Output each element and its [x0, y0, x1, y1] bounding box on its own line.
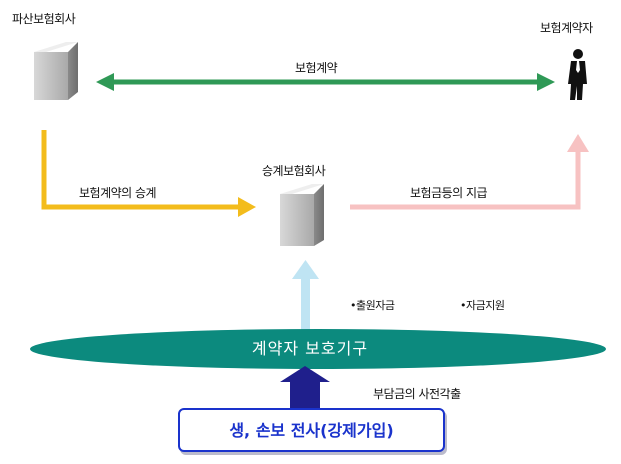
claim-payment-label: 보험금등의 지급 — [410, 186, 488, 200]
policyholder-label: 보험계약자 — [540, 21, 593, 35]
support-item-label: •자금지원 — [460, 299, 505, 312]
bankrupt-insurer-building-icon — [34, 42, 78, 100]
successor-insurer-building-icon — [280, 184, 324, 246]
member-insurers-box: 생, 손보 전사(강제가입) — [178, 408, 445, 452]
claim-payment-arrow — [350, 134, 589, 210]
bankrupt-insurer-label: 파산보험회사 — [12, 12, 76, 26]
protection-body-band — [30, 329, 606, 369]
insurance-contract-arrow — [96, 73, 555, 91]
funding-support-arrow — [292, 260, 319, 332]
contract-transfer-arrow — [41, 130, 256, 217]
support-item-label: •출원자금 — [350, 299, 395, 312]
contract-transfer-label: 보험계약의 승계 — [79, 186, 157, 200]
contribution-label: 부담금의 사전각출 — [373, 387, 461, 401]
protection-body-label: 계약자 보호기구 — [251, 339, 369, 358]
insurance-contract-label: 보험계약 — [295, 61, 338, 75]
successor-insurer-label: 승계보험회사 — [262, 164, 326, 178]
policyholder-person-icon — [568, 49, 587, 100]
contribution-arrow — [280, 366, 330, 408]
member-insurers-label: 생, 손보 전사(강제가입) — [229, 421, 394, 440]
